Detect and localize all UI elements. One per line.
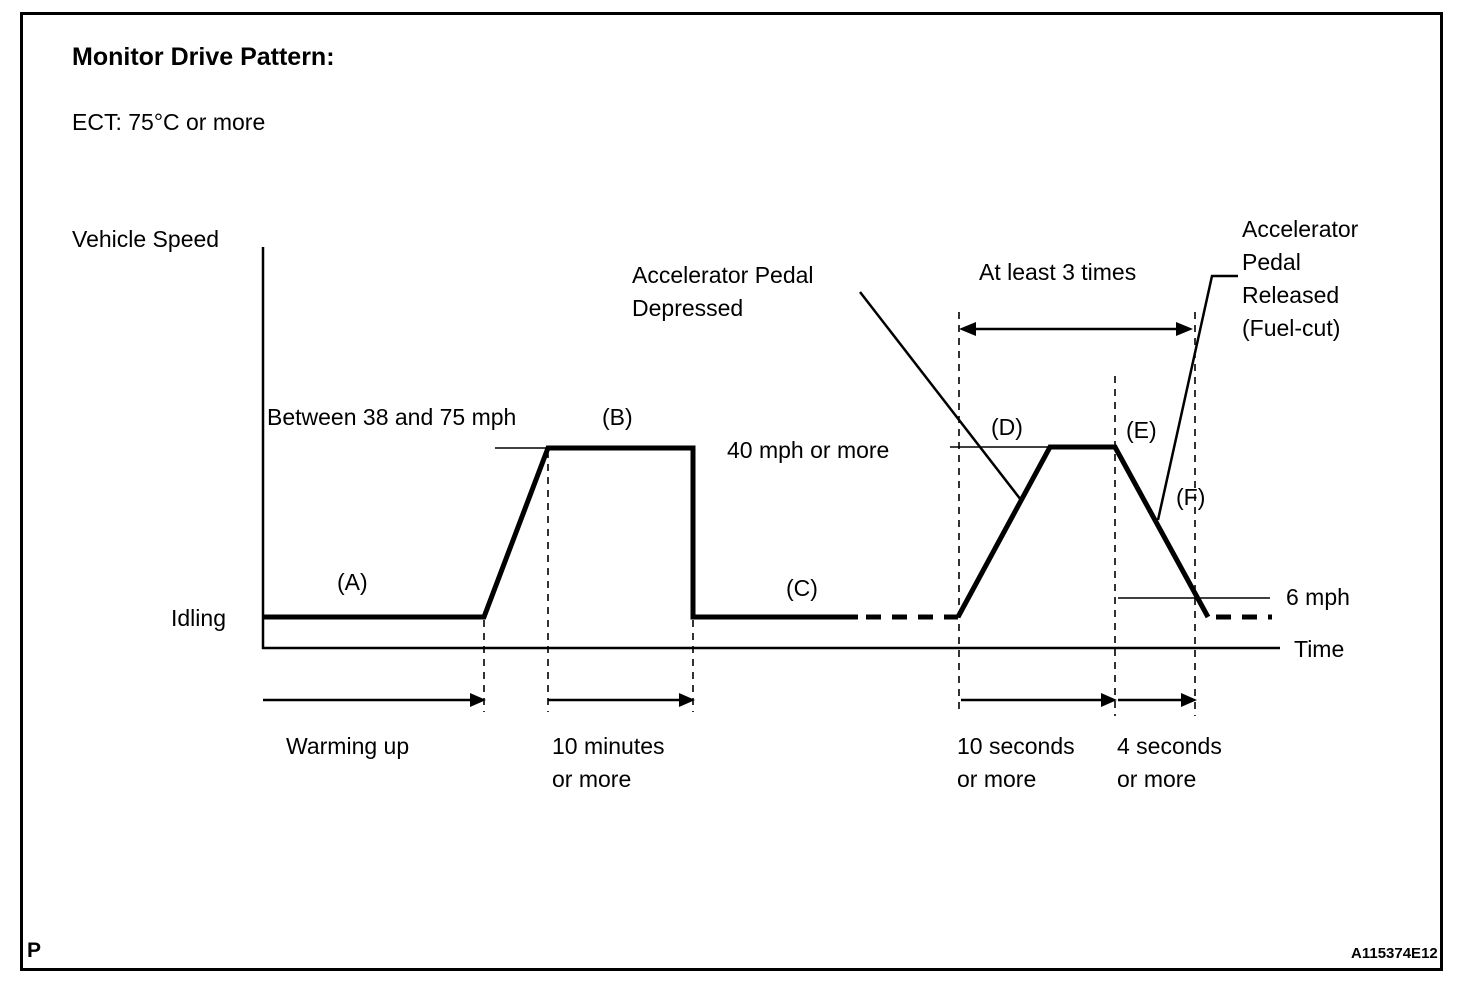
warming-up-arrowhead [470,693,486,707]
speed-trace-warmup-cruise [263,445,858,620]
duration-arrowheads [470,693,1197,707]
pedal-released-pointer-line [1156,274,1238,521]
phase-a-label: (A) [337,569,368,595]
ten-minutes-label-line1: 10 minutes [552,733,665,759]
four-seconds-arrowhead [1181,693,1197,707]
speed-trace-accel-decel [955,444,1211,619]
repeat-span-arrowhead-left [959,322,976,336]
ten-seconds-label-line1: 10 seconds [957,733,1075,759]
phase-f-label: (F) [1176,484,1206,510]
phase-e-label: (E) [1126,417,1157,443]
idling-label: Idling [171,605,226,631]
pedal-depressed-label-line2: Depressed [632,295,744,321]
ten-seconds-label-line2: or more [957,766,1037,792]
six-mph-label: 6 mph [1286,584,1350,610]
pedal-depressed-label-line1: Accelerator Pedal [632,262,814,288]
four-seconds-label-line2: or more [1117,766,1197,792]
pedal-released-label-line1: Accelerator [1242,216,1359,242]
pedal-depressed-pointer-line [859,291,1022,501]
y-axis-label: Vehicle Speed [72,226,220,252]
cruise-speed-range-label: Between 38 and 75 mph [267,404,517,430]
ten-seconds-arrowhead [1101,693,1117,707]
phase-c-label: (C) [786,575,818,601]
ten-minutes-label-line2: or more [552,766,632,792]
ect-condition: ECT: 75°C or more [72,109,266,135]
x-axis-label: Time [1294,636,1345,662]
repeat-count-label: At least 3 times [979,259,1137,285]
page-marker: P [27,939,42,962]
figure-border [20,12,1443,971]
pedal-released-label-line4: (Fuel-cut) [1242,315,1341,341]
phase-b-label: (B) [602,404,633,430]
pedal-released-label-line2: Pedal [1242,249,1301,275]
pedal-released-label-line3: Released [1242,282,1340,308]
forty-mph-label: 40 mph or more [727,437,890,463]
repeat-span-arrowhead-right [1176,322,1193,336]
dashed-guides [483,312,1196,716]
figure-title: Monitor Drive Pattern: [72,43,335,71]
phase-d-label: (D) [991,414,1023,440]
figure-code: A115374E12 [1351,945,1438,962]
ten-minutes-arrowhead [679,693,695,707]
warming-up-label: Warming up [286,733,410,759]
four-seconds-label-line1: 4 seconds [1117,733,1222,759]
